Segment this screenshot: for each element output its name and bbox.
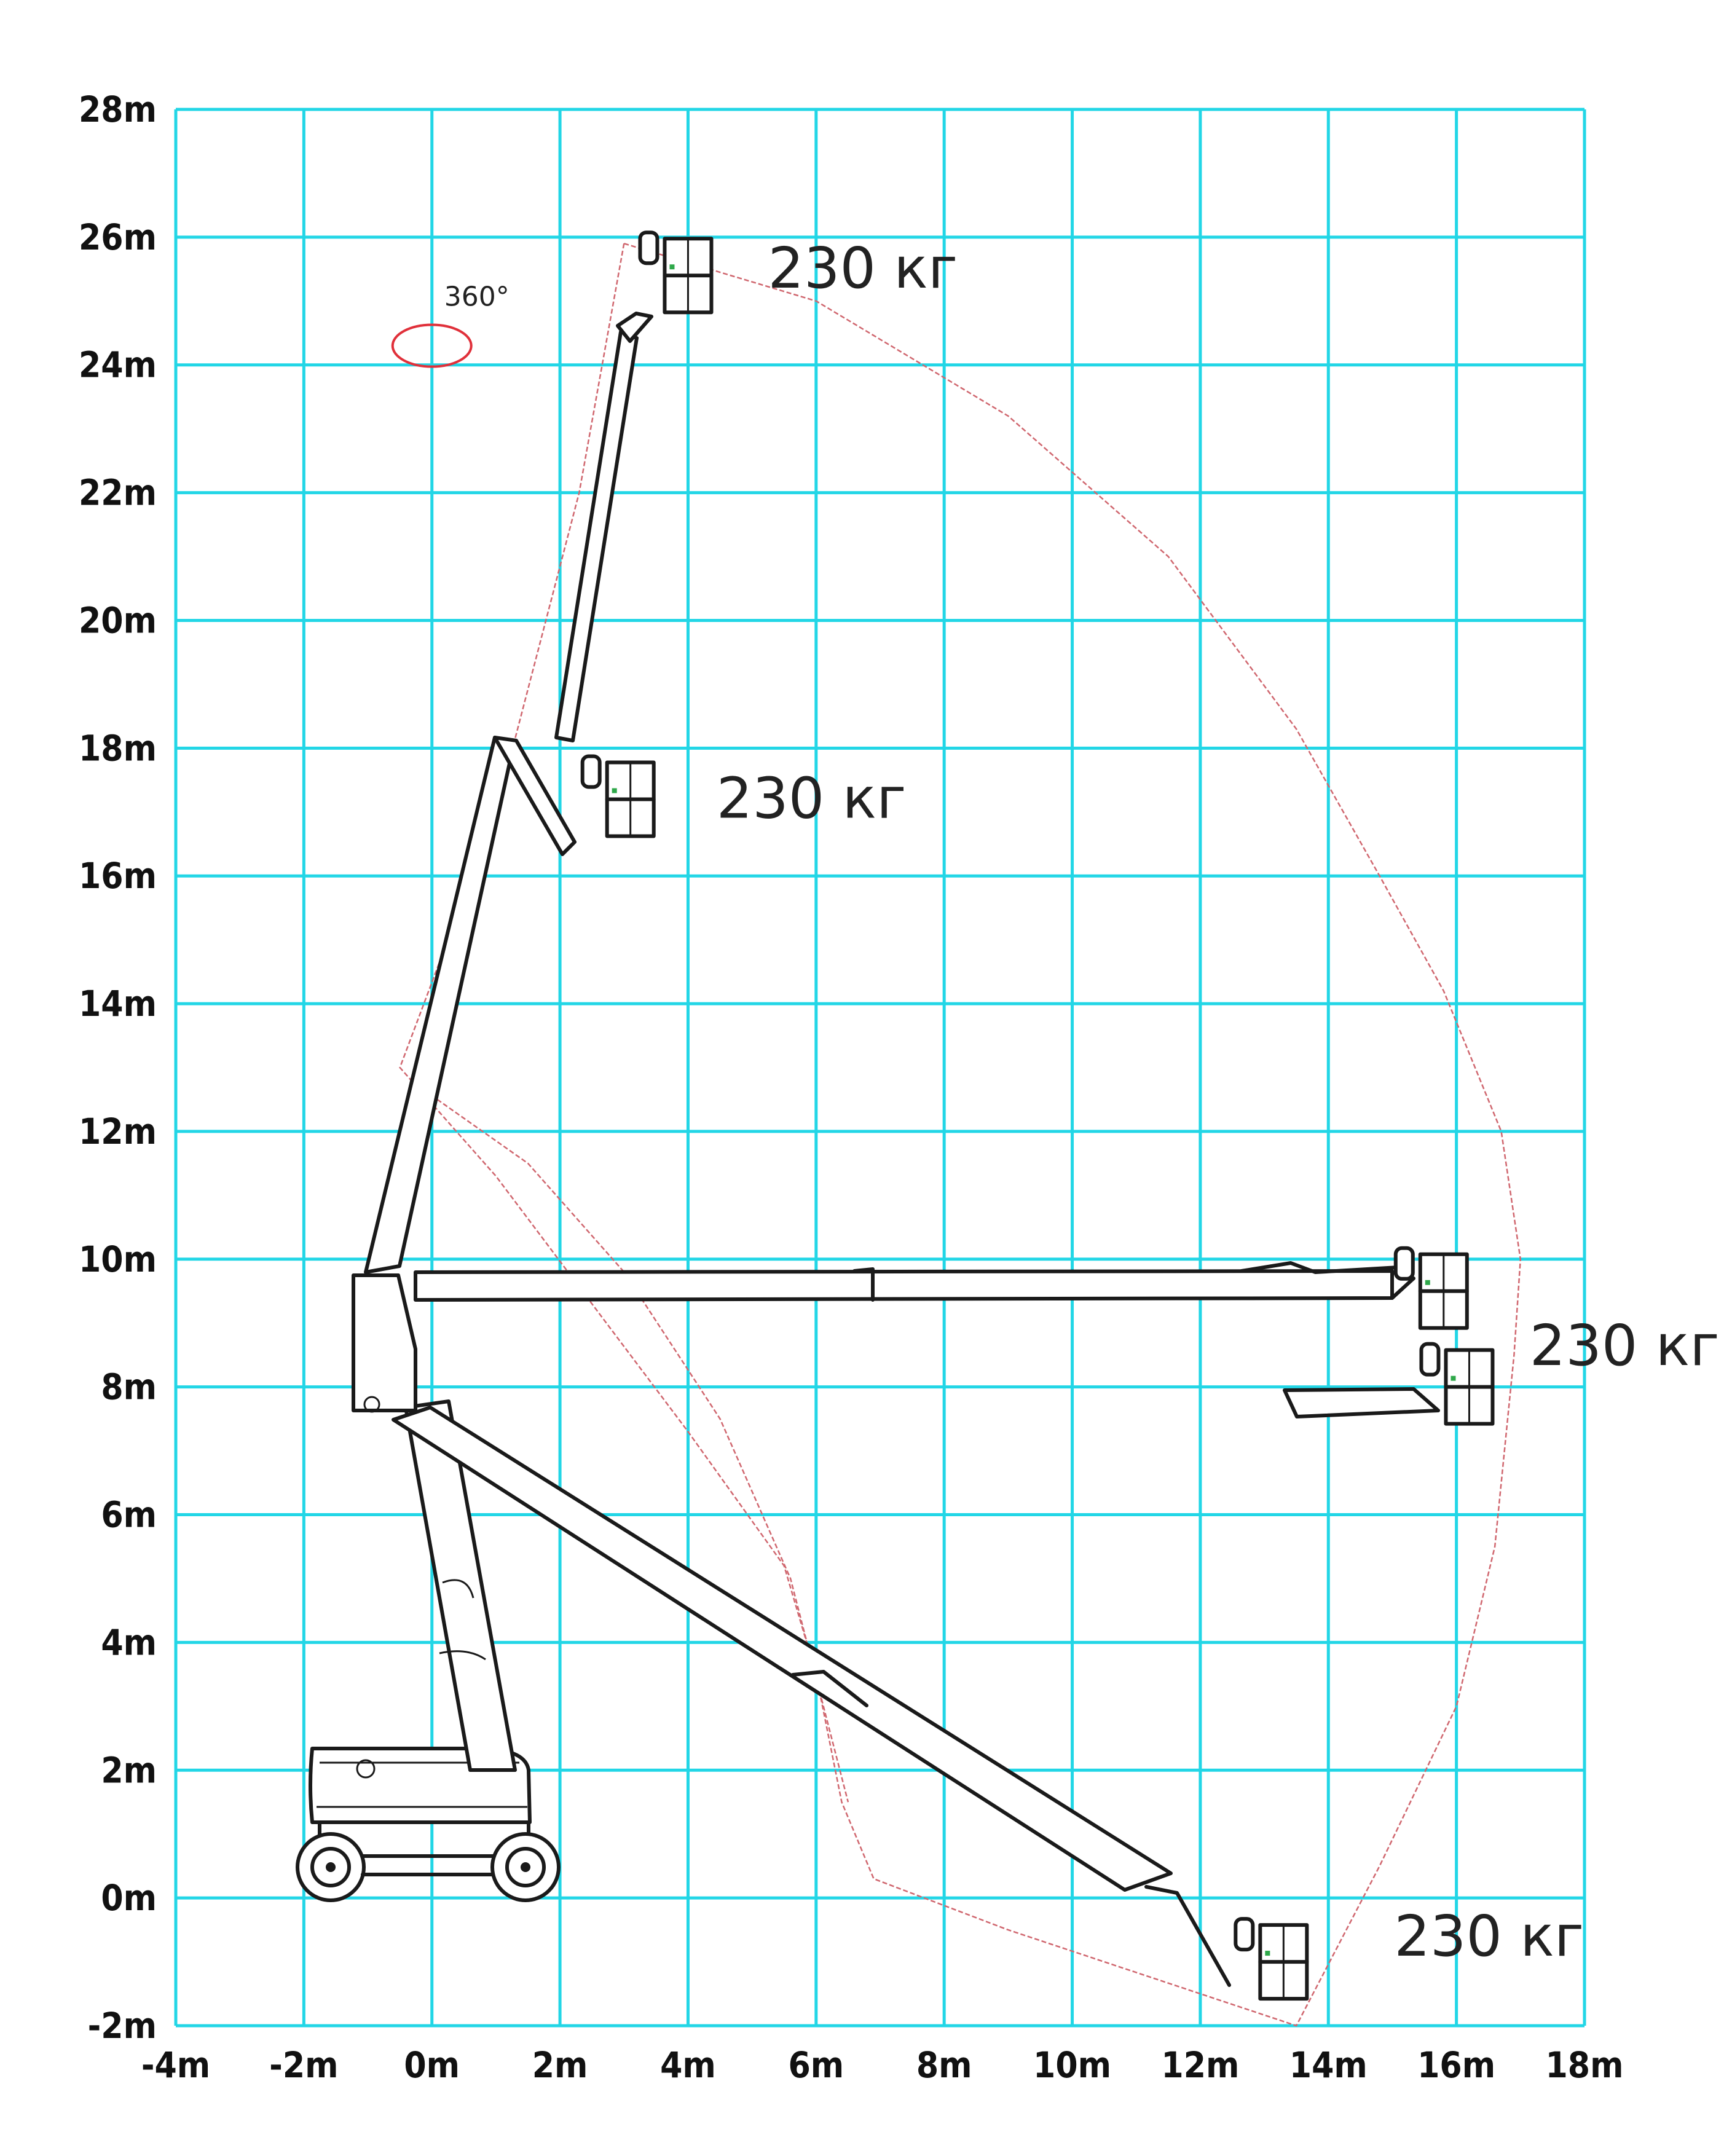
- y-tick-label: 22m: [79, 472, 157, 514]
- y-tick-label: 26m: [79, 216, 157, 258]
- wheel-hub: [310, 1847, 351, 1887]
- boom-horizontal-joints: [852, 1261, 1415, 1302]
- y-tick-label: 24m: [79, 344, 157, 386]
- x-tick-label: -2m: [269, 2044, 338, 2086]
- platform-max-outreach-upper: 230 кг: [1393, 1246, 1720, 1379]
- boom-horizontal: [414, 1269, 1394, 1302]
- y-tick-label: 12m: [79, 1111, 157, 1152]
- riser-lower: [404, 1399, 517, 1772]
- y-tick-label: 8m: [101, 1366, 157, 1408]
- platform-load-label: 230 кг: [768, 235, 958, 301]
- platform-control-box: [1393, 1246, 1415, 1281]
- x-tick-label: -4m: [141, 2044, 210, 2086]
- platform-mid-height: 230 кг: [580, 754, 907, 838]
- x-tick-label: 12m: [1161, 2044, 1239, 2086]
- x-tick-label: 18m: [1546, 2044, 1624, 2086]
- y-tick-label: 0m: [101, 1877, 157, 1919]
- platform-indicator: [1425, 1280, 1430, 1285]
- machine-drawing: [296, 312, 1440, 1987]
- x-tick-label: 6m: [788, 2044, 844, 2086]
- riser-details: [439, 1579, 486, 1661]
- envelope-outline: [399, 243, 1522, 2027]
- x-tick-label: 4m: [660, 2044, 716, 2086]
- platform-below-ground: 230 кг: [1234, 1903, 1584, 2001]
- working-envelope: [399, 243, 1522, 2027]
- y-axis-ticks: -2m 0m 2m 4m 6m 8m 10m 12m 14m 16m 18m 20m 22m 24m 26m…: [79, 89, 157, 2047]
- platform-load-label: 230 кг: [1530, 1313, 1720, 1379]
- platforms: 230 кг 230 кг 230 кг 230 кг: [580, 230, 1720, 2001]
- turret-pin: [363, 1396, 380, 1413]
- x-tick-label: 2m: [532, 2044, 588, 2086]
- jib-lower-outreach: [1283, 1387, 1440, 1418]
- y-tick-label: 20m: [79, 599, 157, 641]
- boom-lower-diagonal: [392, 1406, 1173, 1892]
- rotation-indicator: 360°: [391, 281, 510, 368]
- platform-indicator: [669, 264, 675, 270]
- y-tick-label: 6m: [101, 1494, 157, 1536]
- y-tick-label: 2m: [101, 1749, 157, 1791]
- envelope-inner: [419, 1086, 849, 1803]
- x-tick-label: 8m: [916, 2044, 972, 2086]
- y-tick-label: 4m: [101, 1621, 157, 1663]
- platform-load-label: 230 кг: [717, 765, 907, 831]
- platform-control-box: [1419, 1342, 1441, 1377]
- grid: [174, 108, 1586, 2028]
- x-axis-ticks: -4m -2m 0m 2m 4m 6m 8m 10m 12m 14m 16m 18m: [141, 2044, 1624, 2086]
- chassis-light: [356, 1759, 376, 1779]
- platform-load-label: 230 кг: [1394, 1903, 1584, 1969]
- x-tick-label: 14m: [1289, 2044, 1368, 2086]
- platform-max-outreach-lower: [1419, 1342, 1495, 1426]
- x-tick-label: 10m: [1033, 2044, 1111, 2086]
- x-tick-label: 16m: [1417, 2044, 1495, 2086]
- turret-head: [352, 1273, 417, 1412]
- wheel-hub: [505, 1847, 546, 1887]
- platform-indicator: [612, 788, 617, 793]
- platform-indicator: [1265, 1951, 1270, 1956]
- wheel-center: [521, 1862, 530, 1872]
- y-tick-label: -2m: [88, 2005, 157, 2047]
- platform-max-height: 230 кг: [638, 230, 958, 315]
- platform-control-box: [638, 230, 659, 266]
- boom-lower-joints: [791, 1670, 1231, 1987]
- jib-mid: [493, 736, 577, 856]
- y-tick-label: 10m: [79, 1238, 157, 1280]
- boom-upper-fly: [554, 330, 639, 742]
- x-tick-label: 0m: [404, 2044, 460, 2086]
- rotation-label: 360°: [444, 281, 510, 313]
- platform-control-box: [580, 754, 602, 789]
- y-tick-label: 16m: [79, 855, 157, 897]
- platform-control-box: [1234, 1917, 1255, 1952]
- y-tick-label: 28m: [79, 89, 157, 130]
- jib-top: [616, 312, 653, 343]
- y-tick-label: 18m: [79, 727, 157, 769]
- platform-indicator: [1451, 1375, 1456, 1381]
- rotation-ellipse: [391, 323, 473, 368]
- y-tick-label: 14m: [79, 983, 157, 1025]
- wheel-center: [326, 1862, 336, 1872]
